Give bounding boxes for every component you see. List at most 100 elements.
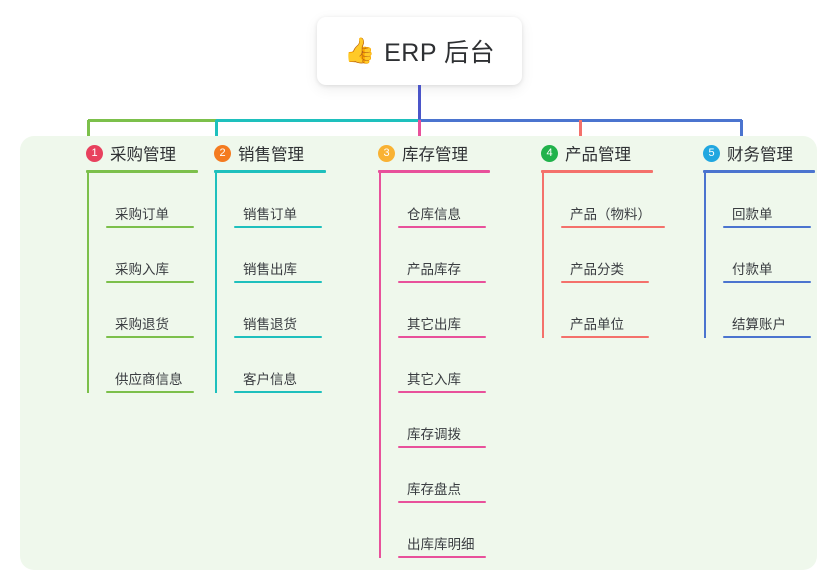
branch-header-5[interactable]: 5 财务管理 [685,136,839,170]
branch-spine-4 [542,173,544,338]
list-item-label: 销售订单 [243,207,297,222]
list-item-rule [106,226,194,228]
list-item[interactable]: 采购入库 [106,228,233,283]
list-item-label: 采购入库 [115,262,169,277]
list-item[interactable]: 其它入库 [398,338,525,393]
list-item-label: 产品分类 [570,262,624,277]
branch-items-1: 采购订单 采购入库 采购退货 供应商信息 [87,173,233,393]
list-item[interactable]: 付款单 [723,228,839,283]
branch-header-rule-3 [378,170,490,173]
list-item-rule [398,281,486,283]
list-item-rule [723,336,811,338]
branch-header-3[interactable]: 3 库存管理 [360,136,525,170]
list-item-rule [234,391,322,393]
list-item-label: 产品（物料） [570,207,651,222]
branch-column-2: 2 销售管理 销售订单 销售出库 销售退货 客户信息 [196,136,361,393]
list-item-rule [398,336,486,338]
list-item-rule [561,226,665,228]
list-item[interactable]: 产品库存 [398,228,525,283]
branch-header-4[interactable]: 4 产品管理 [523,136,688,170]
list-item[interactable]: 产品分类 [561,228,688,283]
page-title: ERP 后台 [384,39,496,67]
list-item[interactable]: 库存调拨 [398,393,525,448]
branch-column-4: 4 产品管理 产品（物料） 产品分类 产品单位 [523,136,688,338]
branch-header-1[interactable]: 1 采购管理 [68,136,233,170]
list-item-rule [398,226,486,228]
diagram-panel [20,136,817,570]
list-item[interactable]: 销售订单 [234,173,361,228]
list-item-rule [106,281,194,283]
list-item[interactable]: 结算账户 [723,283,839,338]
list-item-label: 仓库信息 [407,207,461,222]
branch-title-4: 产品管理 [565,146,631,164]
list-item-label: 采购订单 [115,207,169,222]
list-item[interactable]: 销售退货 [234,283,361,338]
list-item-label: 库存调拨 [407,427,461,442]
branch-badge-3: 3 [378,144,395,162]
branch-title-3: 库存管理 [402,146,468,164]
list-item-rule [234,226,322,228]
branch-badge-4: 4 [541,144,558,162]
list-item[interactable]: 采购订单 [106,173,233,228]
branch-header-rule-1 [86,170,198,173]
list-item[interactable]: 采购退货 [106,283,233,338]
list-item[interactable]: 产品（物料） [561,173,688,228]
list-item-label: 产品单位 [570,317,624,332]
list-item-rule [398,556,486,558]
branch-columns: 1 采购管理 采购订单 采购入库 采购退货 供应商信 [20,136,817,570]
list-item[interactable]: 供应商信息 [106,338,233,393]
list-item-rule [106,391,194,393]
list-item[interactable]: 仓库信息 [398,173,525,228]
branch-title-2: 销售管理 [238,146,304,164]
list-item[interactable]: 其它出库 [398,283,525,338]
branch-header-2[interactable]: 2 销售管理 [196,136,361,170]
branch-header-rule-4 [541,170,653,173]
list-item[interactable]: 销售出库 [234,228,361,283]
branch-items-3: 仓库信息 产品库存 其它出库 其它入库 库存调拨 [379,173,525,558]
list-item-rule [561,281,649,283]
branch-badge-2: 2 [214,144,231,162]
branch-spine-2 [215,173,217,393]
list-item-label: 采购退货 [115,317,169,332]
list-item-label: 结算账户 [732,317,786,332]
list-item-label: 产品库存 [407,262,461,277]
list-item-label: 其它入库 [407,372,461,387]
list-item-label: 其它出库 [407,317,461,332]
branch-items-5: 回款单 付款单 结算账户 [704,173,839,338]
list-item-rule [723,226,811,228]
list-item-rule [561,336,649,338]
list-item-rule [234,281,322,283]
list-item-label: 回款单 [732,207,773,222]
branch-header-rule-2 [214,170,326,173]
list-item-label: 付款单 [732,262,773,277]
branch-column-5: 5 财务管理 回款单 付款单 结算账户 [685,136,839,338]
list-item-rule [723,281,811,283]
branch-title-1: 采购管理 [110,146,176,164]
list-item-rule [398,446,486,448]
branch-items-4: 产品（物料） 产品分类 产品单位 [542,173,688,338]
list-item-rule [234,336,322,338]
branch-spine-3 [379,173,381,558]
list-item-rule [106,336,194,338]
list-item-label: 销售出库 [243,262,297,277]
list-item-label: 客户信息 [243,372,297,387]
branch-title-5: 财务管理 [727,146,793,164]
list-item[interactable]: 回款单 [723,173,839,228]
list-item[interactable]: 出库库明细 [398,503,525,558]
list-item[interactable]: 客户信息 [234,338,361,393]
list-item-rule [398,501,486,503]
list-item-label: 销售退货 [243,317,297,332]
branch-items-2: 销售订单 销售出库 销售退货 客户信息 [215,173,361,393]
list-item-label: 库存盘点 [407,482,461,497]
thumbs-up-icon: 👍 [343,36,376,65]
list-item-label: 供应商信息 [115,372,183,387]
list-item[interactable]: 库存盘点 [398,448,525,503]
list-item[interactable]: 产品单位 [561,283,688,338]
branch-header-rule-5 [703,170,815,173]
root-node-card[interactable]: 👍 ERP 后台 [317,17,522,85]
list-item-rule [398,391,486,393]
branch-spine-1 [87,173,89,393]
branch-badge-1: 1 [86,144,103,162]
branch-spine-5 [704,173,706,338]
